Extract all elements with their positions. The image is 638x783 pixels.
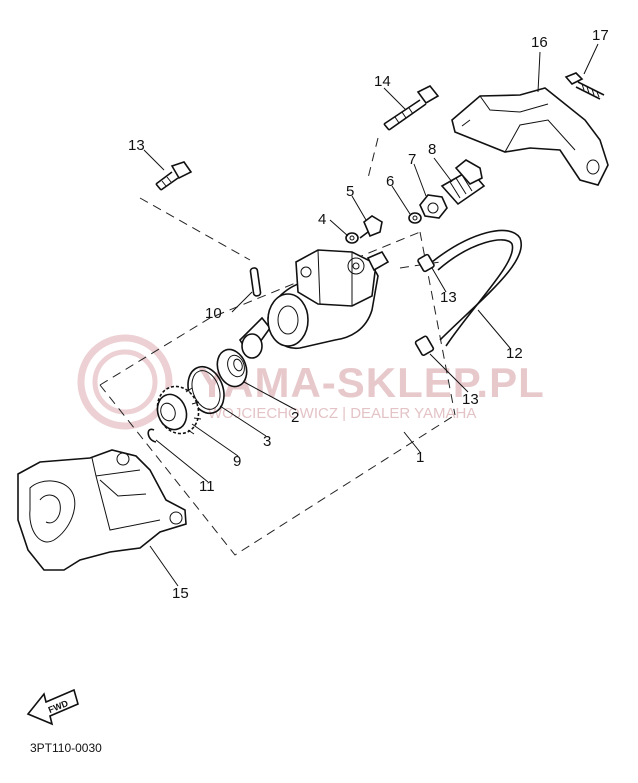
bearing-2 (216, 348, 248, 388)
clamp-13b (414, 335, 435, 356)
callout-3: 3 (263, 433, 271, 450)
callout-17: 16 (531, 34, 548, 51)
assembly-outline (99, 137, 456, 556)
callout-8: 8 (428, 141, 436, 158)
screw-5 (359, 215, 383, 239)
callout-1: 1 (416, 449, 424, 466)
bolt-15 (383, 84, 440, 131)
callout-2: 2 (291, 409, 299, 426)
callout-6: 6 (386, 173, 394, 190)
callout-16: 15 (172, 585, 189, 602)
callout-13b: 13 (462, 391, 479, 408)
bracket-17 (451, 87, 609, 186)
callout-12: 12 (506, 345, 523, 362)
cover-16 (17, 449, 187, 571)
washer-6 (408, 212, 422, 224)
watermark: YAMA-SKLEP.PL WOJCIECHOWICZ | DEALER YAM… (77, 334, 545, 430)
callout-5: 5 (346, 183, 354, 200)
callout-4: 4 (318, 211, 326, 228)
pin-10 (249, 267, 262, 297)
gear-9 (156, 385, 202, 435)
washer-4 (345, 232, 359, 244)
watermark-title: YAMA-SKLEP.PL (198, 359, 545, 406)
callout-9: 9 (233, 453, 241, 470)
callout-18: 17 (592, 27, 609, 44)
callout-7: 7 (408, 151, 416, 168)
leader-lines (143, 43, 599, 587)
diagram-code: 3PT110-0030 (30, 741, 102, 755)
clip-11 (147, 428, 157, 443)
clamp-13a (417, 253, 435, 273)
callout-13a: 13 (440, 289, 457, 306)
hose-12 (431, 229, 523, 347)
callout-11: 11 (199, 478, 215, 495)
oil-pump-body (238, 249, 390, 359)
bolt-14 (155, 161, 193, 191)
callout-10: 10 (205, 305, 222, 322)
screw-18 (564, 72, 605, 100)
callout-15: 14 (374, 73, 391, 90)
callout-14: 13 (128, 137, 145, 154)
fwd-arrow-icon: FWD (26, 688, 79, 726)
union-bolt-8 (440, 159, 486, 206)
callouts: 16 17 14 13 5 4 6 7 8 10 13 12 13 2 3 9 … (128, 27, 609, 602)
watermark-subtitle: WOJCIECHOWICZ | DEALER YAMAHA (208, 405, 476, 422)
nut-7 (419, 194, 448, 219)
